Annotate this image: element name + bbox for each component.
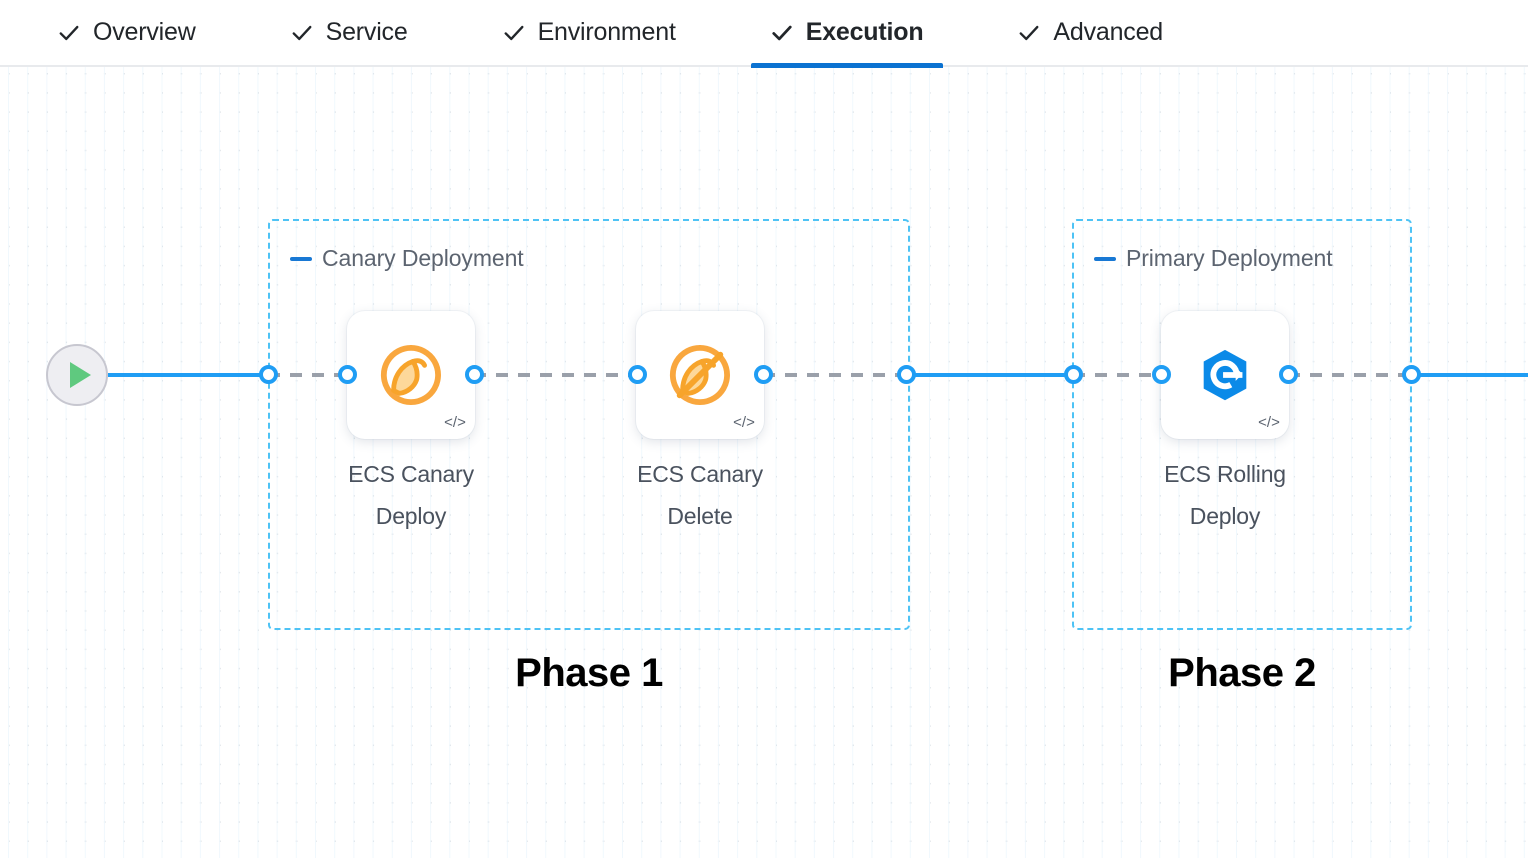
group-canary-deployment[interactable]: Canary Deployment <box>268 219 910 630</box>
minus-icon[interactable] <box>1094 256 1116 261</box>
pipeline-canvas[interactable]: Canary Deployment </> ECS Canary Deploy … <box>0 67 1528 858</box>
tab-service-label: Service <box>325 18 408 46</box>
node-ecs-canary-delete-label: ECS Canary Delete <box>637 461 763 529</box>
rolling-deploy-icon <box>1203 349 1247 401</box>
node-ecs-canary-delete[interactable]: </> ECS Canary Delete <box>636 311 764 537</box>
group-canary-deployment-title: Canary Deployment <box>322 245 524 271</box>
tab-overview[interactable]: Overview <box>38 0 216 66</box>
port-ecs-canary-deploy-in[interactable] <box>338 365 357 384</box>
tab-advanced[interactable]: Advanced <box>998 0 1183 66</box>
node-ecs-canary-deploy-card[interactable]: </> <box>347 311 475 439</box>
phase-label-2: Phase 2 <box>1168 651 1316 695</box>
check-icon <box>59 25 79 40</box>
tab-execution[interactable]: Execution <box>750 0 944 68</box>
port-ecs-rolling-deploy-in[interactable] <box>1152 365 1171 384</box>
tab-environment[interactable]: Environment <box>483 0 696 66</box>
wizard-tab-bar: Overview Service Environment Execution A… <box>0 0 1528 68</box>
port-ecs-rolling-deploy-out[interactable] <box>1279 365 1298 384</box>
node-ecs-canary-deploy[interactable]: </> ECS Canary Deploy <box>347 311 475 537</box>
check-icon <box>504 25 524 40</box>
tab-advanced-label: Advanced <box>1053 18 1163 46</box>
port-ecs-canary-deploy-out[interactable] <box>465 365 484 384</box>
canary-bird-icon <box>380 344 441 406</box>
port-group-canary-out[interactable] <box>897 365 916 384</box>
group-primary-deployment[interactable]: Primary Deployment <box>1072 219 1412 630</box>
node-ecs-rolling-deploy-label: ECS Rolling Deploy <box>1164 461 1286 529</box>
tab-overview-label: Overview <box>93 18 196 46</box>
tab-environment-label: Environment <box>537 18 676 46</box>
group-primary-deployment-header[interactable]: Primary Deployment <box>1094 245 1333 272</box>
check-icon <box>292 25 312 40</box>
port-group-canary-in[interactable] <box>259 365 278 384</box>
node-ecs-canary-deploy-label: ECS Canary Deploy <box>348 461 474 529</box>
check-icon <box>1019 25 1039 40</box>
port-ecs-canary-delete-out[interactable] <box>754 365 773 384</box>
code-badge-icon[interactable]: </> <box>444 414 466 431</box>
port-group-primary-in[interactable] <box>1064 365 1083 384</box>
node-ecs-rolling-deploy[interactable]: </> ECS Rolling Deploy <box>1161 311 1289 537</box>
code-badge-icon[interactable]: </> <box>733 414 755 431</box>
tab-execution-label: Execution <box>805 18 924 46</box>
pipeline-start-node[interactable] <box>46 344 108 406</box>
node-ecs-canary-delete-card[interactable]: </> <box>636 311 764 439</box>
phase-label-1: Phase 1 <box>515 651 663 695</box>
port-group-primary-out[interactable] <box>1402 365 1421 384</box>
canary-bird-delete-icon <box>669 344 730 406</box>
play-icon <box>69 362 91 388</box>
group-canary-deployment-header[interactable]: Canary Deployment <box>290 245 524 272</box>
port-ecs-canary-delete-in[interactable] <box>628 365 647 384</box>
check-icon <box>772 25 792 40</box>
group-primary-deployment-title: Primary Deployment <box>1126 245 1333 271</box>
code-badge-icon[interactable]: </> <box>1258 414 1280 431</box>
minus-icon[interactable] <box>290 256 312 261</box>
tab-service[interactable]: Service <box>271 0 428 66</box>
node-ecs-rolling-deploy-card[interactable]: </> <box>1161 311 1289 439</box>
